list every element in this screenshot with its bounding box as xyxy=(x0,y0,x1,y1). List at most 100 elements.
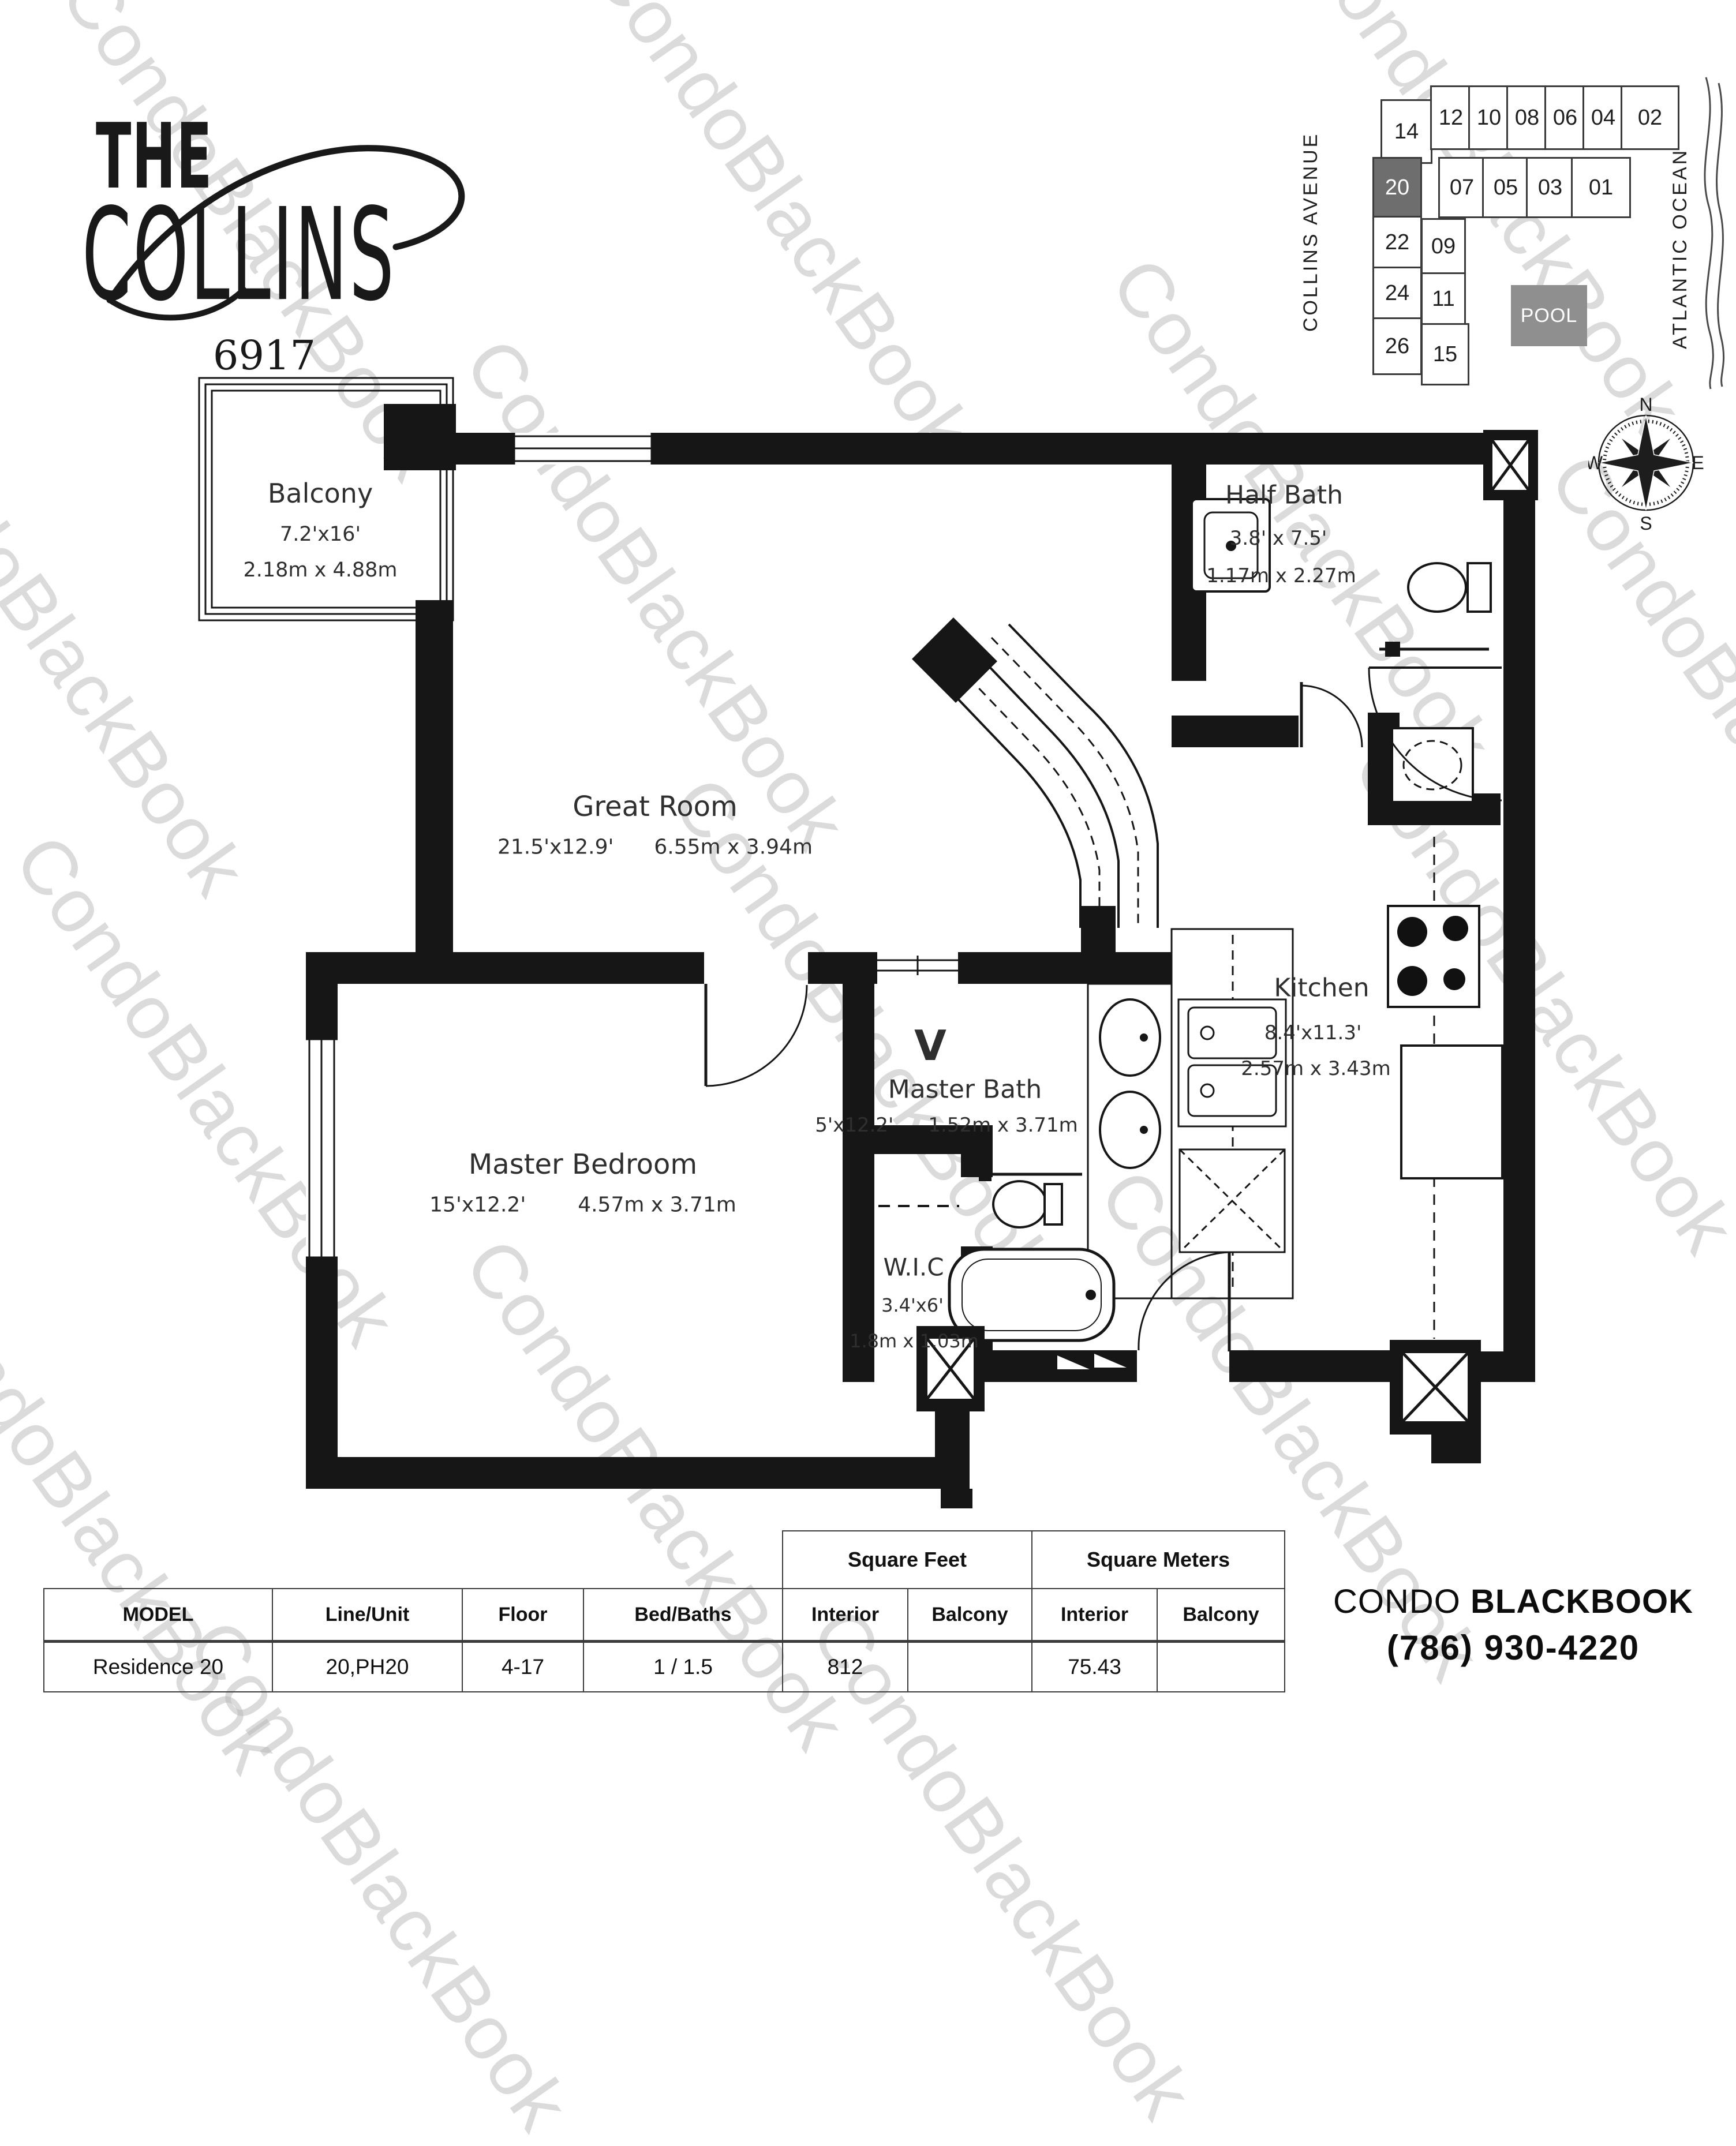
brand-condo: CONDO xyxy=(1333,1583,1461,1620)
unit-spec-table: Square Feet Square Meters MODEL Line/Uni… xyxy=(43,1530,1285,1692)
cell-line-unit: 20,PH20 xyxy=(272,1641,463,1692)
kitchen-dim-ft: 8.4'x11.3' xyxy=(1264,1021,1362,1044)
unit-box-22: 22 xyxy=(1372,216,1422,269)
compass-rose-icon: N E S W xyxy=(1588,394,1704,532)
entry-arrows xyxy=(1057,1354,1127,1369)
balcony-label: Balcony xyxy=(267,478,373,509)
unit-box-15: 15 xyxy=(1421,323,1469,385)
master-bedroom-dim-m: 4.57m x 3.71m xyxy=(578,1193,736,1217)
group-header-square-meters: Square Meters xyxy=(1031,1530,1285,1589)
balcony-railing xyxy=(198,377,454,621)
unit-box-08: 08 xyxy=(1506,85,1548,150)
kitchen-label: Kitchen xyxy=(1274,973,1370,1003)
door-pocket-double xyxy=(877,956,958,975)
master-bath-dims: 5'x12.2' 1.52m x 3.71m xyxy=(815,1114,1078,1137)
unit-box-09: 09 xyxy=(1421,218,1466,275)
master-bath-dim-m: 1.52m x 3.71m xyxy=(928,1114,1078,1137)
brand-phone: (786) 930-4220 xyxy=(1386,1628,1640,1667)
wic-dim-ft: 3.4'x6' xyxy=(881,1294,944,1316)
col-header-sm-balcony: Balcony xyxy=(1157,1588,1285,1643)
col-header-sm-interior: Interior xyxy=(1031,1588,1158,1643)
door-entry xyxy=(1138,1251,1231,1351)
logo-address-number: 6917 xyxy=(212,332,316,379)
building-logo: THE COLLINS 6917 xyxy=(75,69,479,392)
master-bath-door-mark: V xyxy=(914,1021,946,1070)
column-bottom-left xyxy=(916,1326,985,1411)
great-room-dim-ft: 21.5'x12.9' xyxy=(497,835,614,859)
master-bath-toilet xyxy=(992,1180,1063,1229)
unit-box-12: 12 xyxy=(1430,85,1472,150)
col-header-line-unit: Line/Unit xyxy=(272,1588,463,1643)
pool-box: POOL xyxy=(1511,285,1587,346)
unit-box-10: 10 xyxy=(1468,85,1510,150)
unit-box-11: 11 xyxy=(1421,272,1466,325)
master-bath-label: Master Bath xyxy=(888,1074,1042,1104)
cell-sf-balcony xyxy=(907,1641,1032,1692)
logo-swoosh-icon xyxy=(106,145,465,321)
master-bath-dim-ft: 5'x12.2' xyxy=(815,1114,894,1137)
compass-south-label: S xyxy=(1640,513,1652,532)
unit-box-07: 07 xyxy=(1438,157,1486,218)
brand-blackbook: BLACKBOOK xyxy=(1471,1583,1693,1620)
bathtub xyxy=(948,1248,1116,1342)
unit-box-06: 06 xyxy=(1544,85,1586,150)
logo-collins: COLLINS xyxy=(82,181,396,330)
dishwasher xyxy=(1178,1148,1286,1253)
shoreline-icon xyxy=(1704,77,1725,389)
compass-east-label: E xyxy=(1692,452,1704,473)
logo-the: THE xyxy=(96,105,213,209)
master-bedroom-dims: 15'x12.2' 4.57m x 3.71m xyxy=(429,1193,736,1217)
stove xyxy=(1387,905,1480,1008)
cell-model: Residence 20 xyxy=(43,1641,273,1692)
pantry-fixture xyxy=(1391,727,1474,803)
cell-sf-interior: 812 xyxy=(782,1641,908,1692)
column-bottom-right xyxy=(1390,1340,1481,1435)
cell-floor: 4-17 xyxy=(462,1641,584,1692)
unit-box-24: 24 xyxy=(1372,267,1422,320)
half-bath-label: Half Bath xyxy=(1225,480,1344,510)
brand-name: CONDO BLACKBOOK xyxy=(1305,1582,1721,1621)
unit-box-26: 26 xyxy=(1372,317,1422,375)
kitchen-dim-m: 2.57m x 3.43m xyxy=(1241,1057,1391,1080)
col-header-floor: Floor xyxy=(462,1588,584,1643)
window-master-bedroom xyxy=(306,1038,338,1259)
collins-avenue-label: COLLINS AVENUE xyxy=(1300,132,1322,332)
kitchen-double-sink xyxy=(1177,998,1287,1128)
col-header-model: MODEL xyxy=(43,1588,273,1643)
great-room-dims: 21.5'x12.9' 6.55m x 3.94m xyxy=(497,836,813,859)
master-bath-towel-bar xyxy=(974,1167,1082,1181)
compass-north-label: N xyxy=(1639,394,1652,415)
column-top-right xyxy=(1483,430,1538,500)
master-bedroom-label: Master Bedroom xyxy=(468,1148,698,1181)
col-header-sf-interior: Interior xyxy=(782,1588,908,1643)
wic-label: W.I.C xyxy=(883,1253,944,1282)
cell-sm-interior: 75.43 xyxy=(1031,1641,1158,1692)
half-bath-sink xyxy=(1191,498,1271,593)
unit-box-05: 05 xyxy=(1482,157,1529,218)
col-header-sf-balcony: Balcony xyxy=(907,1588,1032,1643)
unit-box-03: 03 xyxy=(1526,157,1574,218)
compass-west-label: W xyxy=(1588,452,1603,473)
group-header-square-feet: Square Feet xyxy=(782,1530,1032,1589)
table-spacer xyxy=(44,1531,783,1589)
unit-box-01: 01 xyxy=(1571,157,1631,218)
half-bath-towel-bar xyxy=(1379,642,1489,657)
half-bath-toilet xyxy=(1407,562,1492,613)
col-header-bed-baths: Bed/Baths xyxy=(583,1588,783,1643)
balcony-dim-m: 2.18m x 4.88m xyxy=(243,559,398,582)
master-bath-sinks xyxy=(1099,998,1161,1169)
door-hallway xyxy=(1368,666,1502,802)
footer-brand: CONDO BLACKBOOK (786) 930-4220 xyxy=(1305,1582,1721,1668)
refrigerator xyxy=(1400,1044,1503,1179)
balcony-dim-ft: 7.2'x16' xyxy=(279,523,361,546)
unit-box-20-selected: 20 xyxy=(1372,157,1422,218)
door-half-bath xyxy=(1300,682,1363,748)
breakfast-bar-counter xyxy=(940,623,1159,928)
great-room-dim-m: 6.55m x 3.94m xyxy=(654,835,813,859)
cell-bed-baths: 1 / 1.5 xyxy=(583,1641,783,1692)
master-bedroom-dim-ft: 15'x12.2' xyxy=(429,1193,526,1217)
unit-box-02: 02 xyxy=(1621,85,1679,150)
window-great-room xyxy=(513,433,653,465)
unit-box-14: 14 xyxy=(1380,99,1432,164)
wic-dim-m: 1.8m x 1.03m xyxy=(850,1330,979,1352)
